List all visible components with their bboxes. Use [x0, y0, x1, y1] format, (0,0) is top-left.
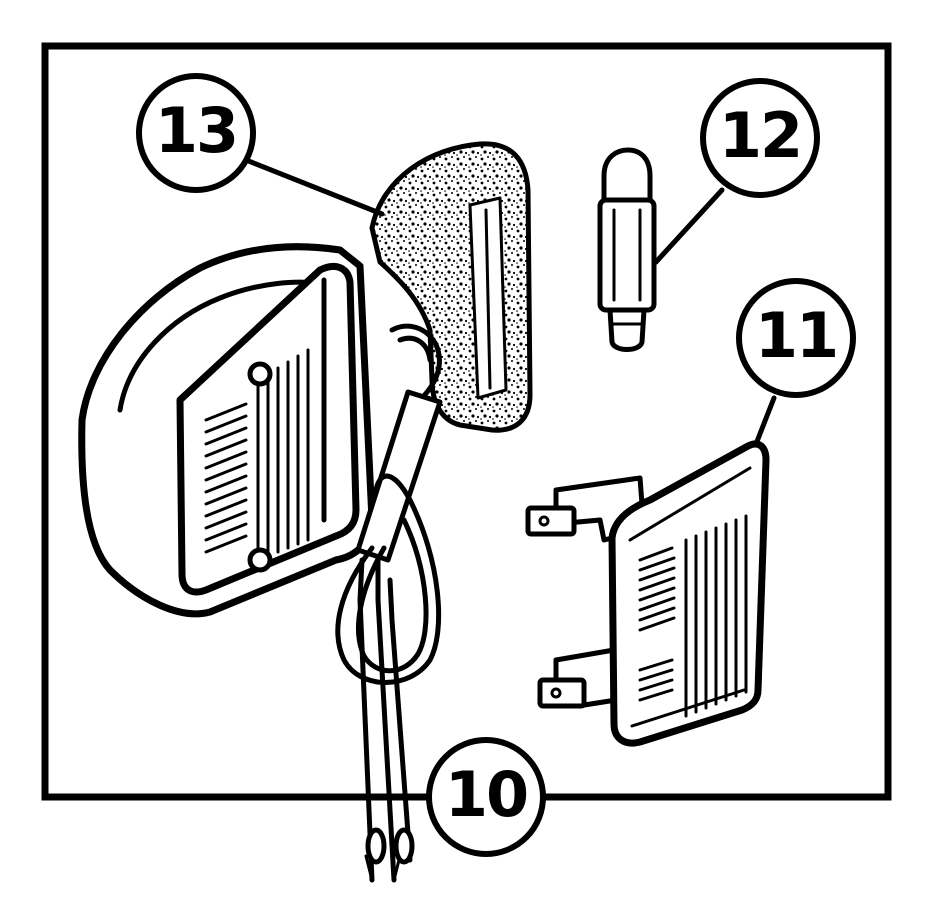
- leader-line-13: [243, 157, 385, 217]
- lamp-lens-cover-illustration: [369, 141, 533, 433]
- callout-number-12: 12: [719, 99, 801, 172]
- callout-13: 13: [136, 73, 256, 193]
- leader-line-11: [753, 395, 777, 447]
- callout-number-13: 13: [155, 94, 237, 167]
- callout-10: 10: [426, 737, 546, 857]
- leader-line-12: [653, 187, 725, 265]
- reflector-bracket-illustration: [525, 440, 770, 747]
- callout-11: 11: [736, 278, 856, 398]
- wire-loom-illustration: [335, 323, 443, 883]
- callout-12: 12: [700, 78, 820, 198]
- callout-number-10: 10: [445, 758, 527, 831]
- bulb-illustration: [597, 147, 657, 352]
- callout-number-11: 11: [755, 299, 837, 372]
- lamp-body-illustration: [78, 243, 376, 618]
